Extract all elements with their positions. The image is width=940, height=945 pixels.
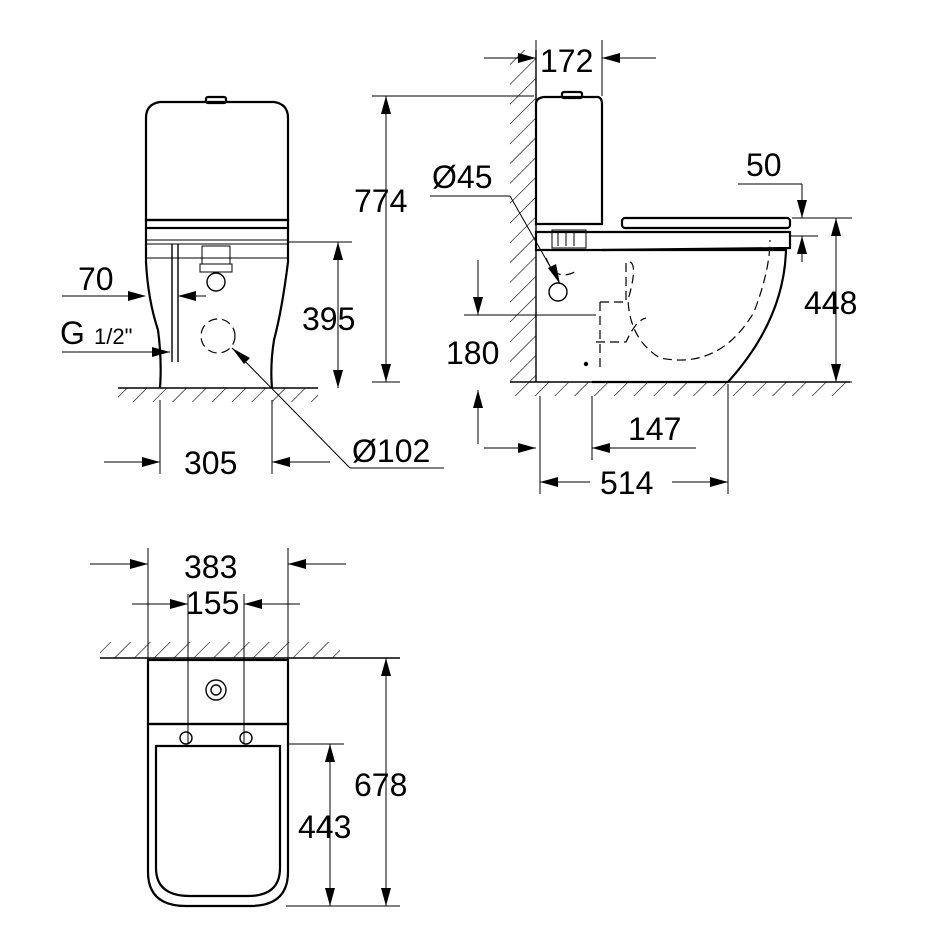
dim-774: 774 xyxy=(354,95,534,383)
dim-395-label: 395 xyxy=(302,301,355,337)
dim-448-label: 448 xyxy=(804,285,857,321)
side-bowl xyxy=(534,216,792,384)
dim-172-label: 172 xyxy=(540,43,593,79)
front-bowl xyxy=(144,228,290,389)
side-floor xyxy=(510,381,850,396)
dim-155-label: 155 xyxy=(186,585,239,621)
side-cistern xyxy=(534,90,604,226)
dim-147-label: 147 xyxy=(628,411,681,447)
dim-383-label: 383 xyxy=(184,549,237,585)
dim-g-half: G 1/2" xyxy=(60,315,170,357)
dim-147: 147 xyxy=(484,396,696,460)
side-wall xyxy=(510,50,537,382)
side-view: 172 774 Ø45 50 xyxy=(354,40,857,501)
dim-395: 395 xyxy=(288,241,355,388)
dim-155: 155 xyxy=(132,585,300,744)
dim-70-label: 70 xyxy=(78,261,114,297)
dim-70: 70 xyxy=(62,261,206,301)
dim-443: 443 xyxy=(288,743,351,906)
top-wall xyxy=(100,642,400,659)
dim-180: 180 xyxy=(446,260,540,444)
dim-50-label: 50 xyxy=(746,147,782,183)
dim-d45-label: Ø45 xyxy=(432,159,492,195)
dim-g-fraction: 1/2" xyxy=(94,324,132,349)
dim-180-label: 180 xyxy=(446,335,499,371)
top-seat xyxy=(146,722,290,908)
dim-d102-label: Ø102 xyxy=(352,433,430,469)
front-floor xyxy=(118,387,318,402)
dim-448: 448 xyxy=(786,218,857,383)
dim-305-label: 305 xyxy=(184,445,237,481)
dim-50: 50 xyxy=(738,147,852,262)
dim-678: 678 xyxy=(286,657,407,907)
front-view: 70 G 1/2" 395 305 xyxy=(60,95,444,481)
dim-305: 305 xyxy=(104,400,330,481)
dim-774-label: 774 xyxy=(354,183,407,219)
top-view: 383 155 678 443 xyxy=(90,548,407,908)
dim-514-label: 514 xyxy=(600,465,653,501)
dim-443-label: 443 xyxy=(298,809,351,845)
dim-d45: Ø45 xyxy=(430,159,561,285)
front-cistern xyxy=(144,95,290,241)
dim-172: 172 xyxy=(484,40,656,96)
dim-g-label: G xyxy=(60,315,85,351)
dim-d102: Ø102 xyxy=(231,347,444,469)
dim-678-label: 678 xyxy=(354,767,407,803)
dim-514: 514 xyxy=(539,384,729,501)
top-cistern xyxy=(146,658,290,726)
